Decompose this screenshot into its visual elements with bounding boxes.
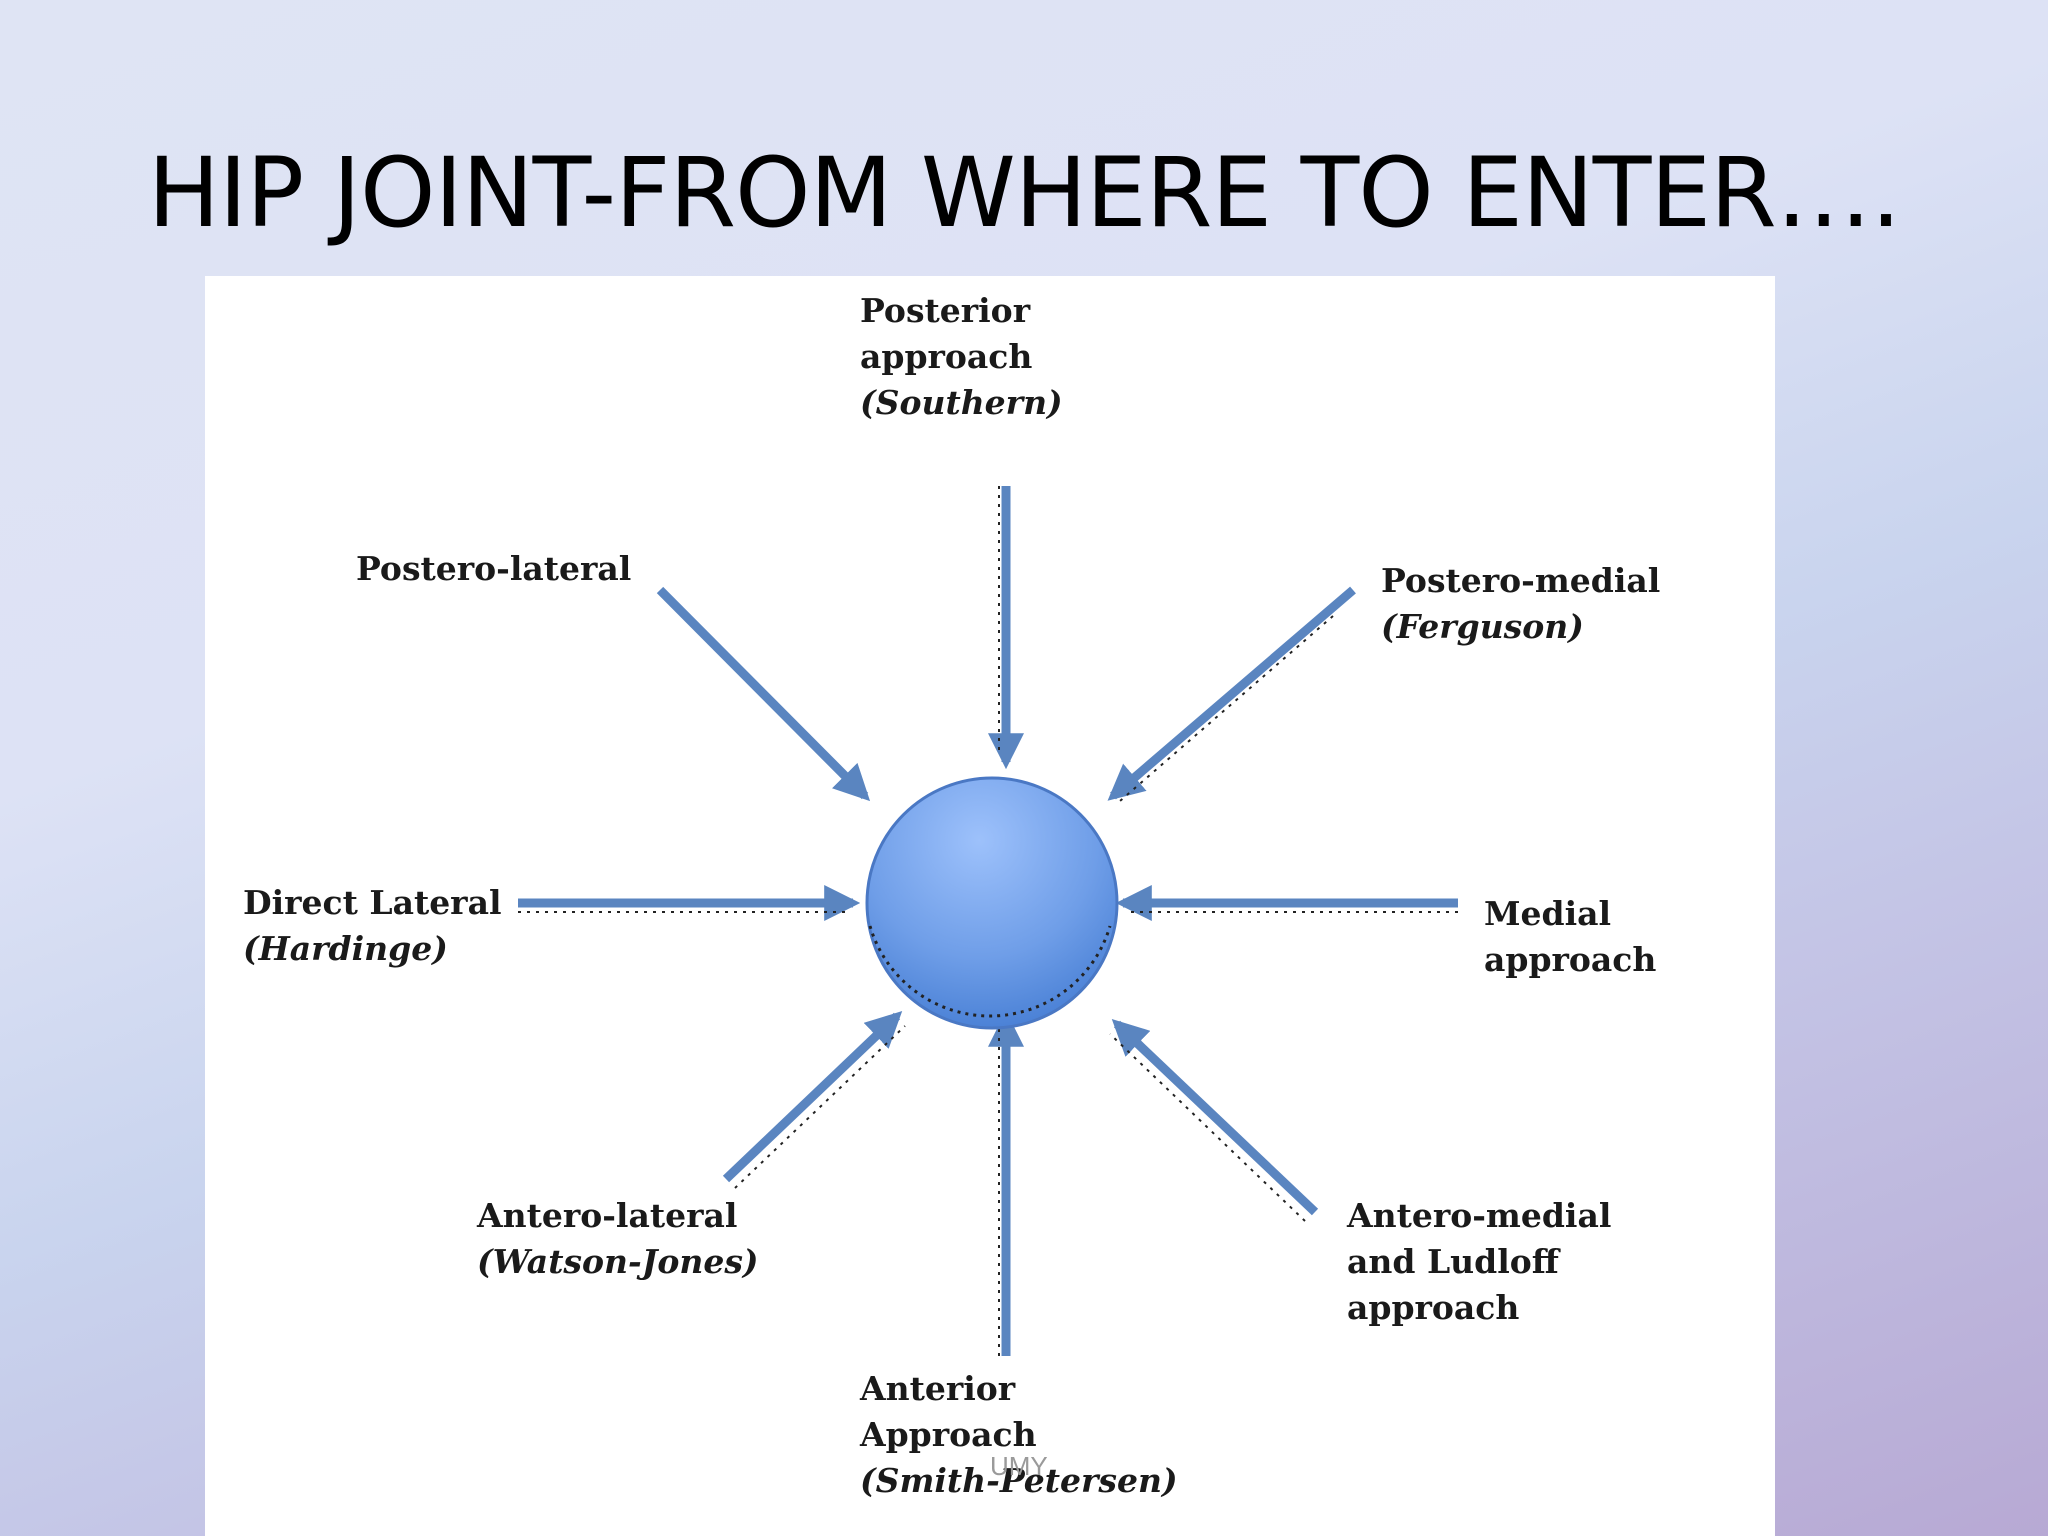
arrow-direct-lateral — [518, 885, 861, 921]
label-antero-medial: Antero-medial and Ludloff approach — [1347, 1196, 1612, 1327]
slide-title: HIP JOINT-FROM WHERE TO ENTER…. — [147, 137, 1902, 249]
arrow-postero-medial — [1107, 586, 1356, 802]
watermark-text: UMY — [990, 1451, 1048, 1481]
approaches-diagram: Posterior approach (Southern) Postero-la… — [205, 276, 1775, 1536]
label-medial-approach: Medial approach — [1484, 894, 1657, 979]
arrow-postero-lateral — [656, 586, 871, 802]
label-direct-lateral: Direct Lateral (Hardinge) — [243, 883, 502, 968]
arrow-antero-lateral — [722, 1011, 906, 1189]
label-postero-lateral: Postero-lateral — [356, 549, 632, 588]
arrow-anterior — [988, 1010, 1024, 1356]
arrow-medial — [1115, 885, 1458, 921]
arrow-antero-medial — [1109, 1019, 1319, 1222]
diagram-graphic — [518, 486, 1458, 1356]
label-antero-lateral: Antero-lateral (Watson-Jones) — [477, 1196, 759, 1281]
hip-joint-circle — [865, 776, 1119, 1030]
arrow-posterior — [988, 486, 1024, 770]
label-postero-medial: Postero-medial (Ferguson) — [1381, 561, 1661, 646]
label-posterior-approach: Posterior approach (Southern) — [860, 291, 1063, 422]
label-anterior-approach: Anterior Approach (Smith-Petersen) — [860, 1369, 1178, 1500]
